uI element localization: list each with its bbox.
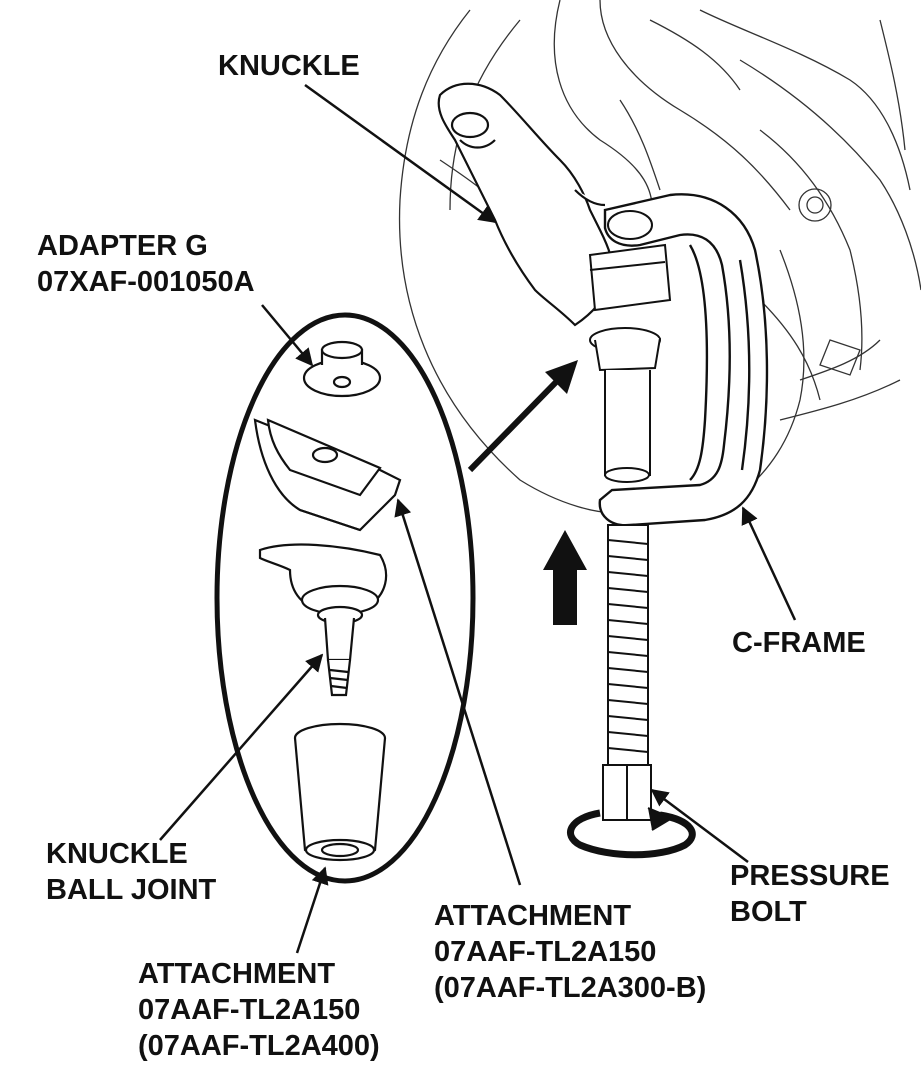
leader-pressure-bolt <box>650 788 749 863</box>
label-c-frame-text: C-FRAME <box>732 627 866 659</box>
adapter-g-part <box>302 340 382 398</box>
leader-knuckle-ball-joint <box>159 653 324 841</box>
leader-adapter-g <box>261 304 314 367</box>
exploded-view-ellipse <box>214 312 476 884</box>
label-attachment-lower-line3: (07AAF-TL2A400) <box>138 1030 380 1062</box>
leader-knuckle <box>304 83 497 224</box>
label-adapter-g: ADAPTER G 07XAF-001050A <box>37 228 255 300</box>
label-attachment-lower-line2: 07AAF-TL2A150 <box>138 994 361 1026</box>
label-pressure-bolt-line2: BOLT <box>730 896 807 928</box>
lower-attachment-part <box>293 722 387 862</box>
upper-attachment-part <box>253 418 402 532</box>
label-attachment-lower: ATTACHMENT 07AAF-TL2A150 (07AAF-TL2A400) <box>138 956 380 1064</box>
label-pressure-bolt: PRESSURE BOLT <box>730 858 890 930</box>
leader-attachment-lower <box>295 866 329 954</box>
label-knuckle-ball-joint-line1: KNUCKLE <box>46 838 188 870</box>
label-attachment-upper-line3: (07AAF-TL2A300-B) <box>434 972 707 1004</box>
label-attachment-upper: ATTACHMENT 07AAF-TL2A150 (07AAF-TL2A300-… <box>434 898 706 1006</box>
knuckle-ball-joint-part <box>258 543 388 697</box>
label-knuckle-text: KNUCKLE <box>218 50 360 82</box>
pressure-bolt-part <box>602 524 652 821</box>
knuckle-part <box>437 82 614 327</box>
leader-attachment-upper <box>394 498 522 886</box>
c-frame-tool <box>598 193 769 527</box>
assembled-attachments <box>588 210 672 483</box>
label-knuckle: KNUCKLE <box>218 48 360 84</box>
leader-c-frame <box>741 506 797 621</box>
label-c-frame: C-FRAME <box>732 625 866 661</box>
label-adapter-g-line1: ADAPTER G <box>37 230 208 262</box>
label-attachment-upper-line2: 07AAF-TL2A150 <box>434 936 657 968</box>
up-arrow-icon <box>543 530 587 625</box>
rotation-arrow-icon <box>567 807 696 859</box>
label-attachment-lower-line1: ATTACHMENT <box>138 958 336 990</box>
label-adapter-g-line2: 07XAF-001050A <box>37 266 255 298</box>
label-knuckle-ball-joint: KNUCKLE BALL JOINT <box>46 836 216 908</box>
label-knuckle-ball-joint-line2: BALL JOINT <box>46 874 217 906</box>
label-attachment-upper-line1: ATTACHMENT <box>434 900 632 932</box>
assembly-arrow-icon <box>467 360 578 473</box>
label-pressure-bolt-line1: PRESSURE <box>730 860 890 892</box>
